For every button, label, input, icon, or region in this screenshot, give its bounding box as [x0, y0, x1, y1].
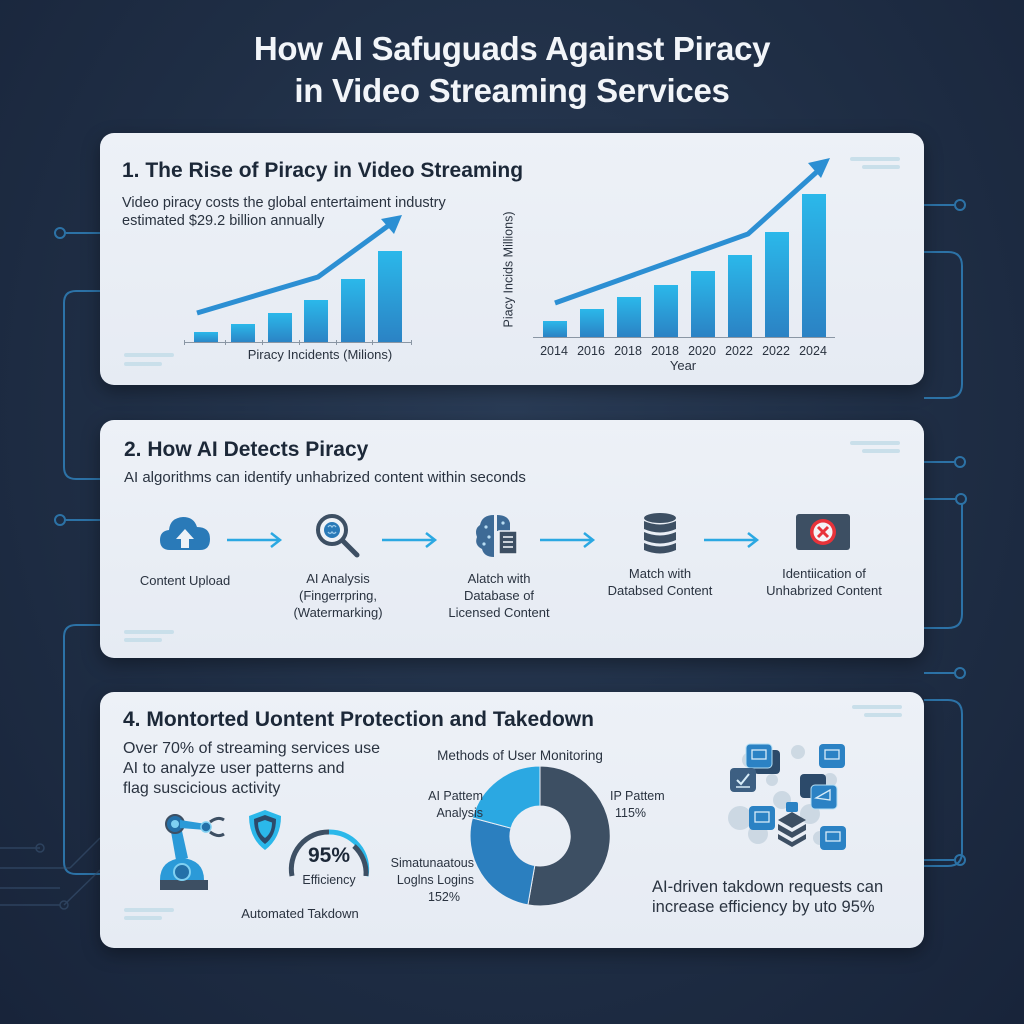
tick-label: 2016 — [577, 344, 605, 358]
step-match-licensed: Alatch with Database of Licensed Content — [448, 571, 550, 620]
donut-label-ai-pattern: AI Pattem Analysis — [428, 789, 483, 820]
axis-tick — [411, 340, 412, 345]
step-ai-analysis: AI Analysis (Fingerrpring, (Watermarking… — [293, 571, 383, 620]
chart-bar — [341, 279, 365, 343]
brain-document-icon — [476, 515, 518, 557]
left-chart-x-label: Piracy Incidents (Milions) — [247, 347, 393, 362]
blocked-screen-icon — [796, 514, 850, 550]
arrow-right-icon — [227, 532, 283, 548]
donut-chart — [469, 765, 611, 907]
step-content-upload: Content Upload — [139, 573, 231, 588]
axis-tick — [299, 340, 300, 345]
step-identification: Identiication of Unhabrized Content — [766, 566, 882, 598]
chart-bar — [580, 309, 604, 337]
axis-tick — [184, 340, 185, 345]
decor-line — [124, 362, 162, 366]
shield-icon — [249, 810, 281, 850]
decor-line — [850, 157, 900, 161]
section-ai-detection: 2. How AI Detects Piracy AI algorithms c… — [100, 420, 924, 658]
right-chart-x-axis — [533, 337, 835, 338]
section-1-text-line-2: estimated $29.2 billion annually — [122, 213, 325, 229]
section-2-heading: 2. How AI Detects Piracy — [124, 438, 369, 461]
section-rise-of-piracy: 1. The Rise of Piracy in Video Streaming… — [100, 133, 924, 385]
decor-line — [124, 353, 174, 357]
robot-arm-icon — [160, 814, 225, 890]
arrow-right-icon — [704, 532, 760, 548]
takedown-text: AI-driven takdown requests can increase … — [652, 878, 884, 916]
decor-line — [124, 916, 162, 920]
chart-bar — [268, 313, 292, 343]
decor-line — [124, 908, 174, 912]
decor-line — [864, 713, 902, 717]
gauge-value: 95% — [307, 844, 351, 867]
tick-label: 2014 — [540, 344, 568, 358]
chart-bar — [654, 285, 678, 337]
robot-caption: Automated Takdown — [241, 906, 359, 921]
title-line-1: How AI Safuguads Against Piracy — [253, 30, 771, 67]
tick-label: 2022 — [762, 344, 790, 358]
left-chart-x-axis — [184, 342, 412, 343]
section-4-heading: 4. Montorted Uontent Protection and Take… — [123, 708, 594, 731]
decor-line — [124, 638, 162, 642]
step-match-database: Match with Databsed Content — [607, 566, 713, 598]
axis-tick — [372, 340, 373, 345]
donut-title: Methods of User Monitoring — [437, 748, 603, 763]
database-icon — [644, 513, 676, 554]
arrow-right-icon — [540, 532, 596, 548]
cloud-upload-icon — [160, 517, 210, 550]
efficiency-gauge — [288, 829, 370, 877]
tick-label: 2024 — [799, 344, 827, 358]
axis-tick — [336, 340, 337, 345]
chart-bar — [304, 300, 328, 343]
takedown-icon-cluster — [728, 743, 846, 850]
axis-tick — [262, 340, 263, 345]
donut-label-ip-pattern: IP Pattem 115% — [610, 789, 665, 820]
axis-tick — [225, 340, 226, 345]
chart-bar — [691, 271, 715, 337]
right-chart-y-label: Piacy Incids Millions) — [501, 211, 516, 328]
decor-line — [852, 705, 902, 709]
arrow-right-icon — [382, 532, 438, 548]
chart-bar — [194, 332, 218, 343]
section-4-text: Over 70% of streaming services use AI to… — [123, 740, 380, 797]
title-line-2: in Video Streaming Services — [294, 72, 730, 109]
section-1-text-line-1: Video piracy costs the global entertaime… — [122, 195, 446, 211]
chart-bar — [802, 194, 826, 337]
decor-line — [124, 630, 174, 634]
right-bar-chart — [533, 187, 833, 337]
right-chart-x-label: Year — [669, 358, 697, 373]
chart-bar — [231, 324, 255, 343]
magnifier-brain-icon — [316, 514, 360, 558]
section-1-heading: 1. The Rise of Piracy in Video Streaming — [122, 159, 524, 182]
decor-line — [850, 441, 900, 445]
tick-label: 2020 — [688, 344, 716, 358]
decor-line — [862, 449, 900, 453]
tick-label: 2022 — [725, 344, 753, 358]
chart-bar — [617, 297, 641, 337]
chart-bar — [728, 255, 752, 337]
left-bar-chart — [184, 193, 414, 343]
section-2-subtitle: AI algorithms can identify unhabrized co… — [124, 469, 526, 486]
trend-arrow-icon — [196, 158, 830, 316]
right-chart-tick-labels: 2014 2016 2018 2018 2020 2022 2022 2024 — [533, 343, 835, 359]
chart-bar — [378, 251, 402, 343]
tick-label: 2018 — [651, 344, 679, 358]
chart-bar — [543, 321, 567, 337]
page-title: How AI Safuguads Against Piracy in Video… — [0, 28, 1024, 112]
chart-bar — [765, 232, 789, 337]
decor-line — [862, 165, 900, 169]
gauge-label: Efficiency — [302, 873, 356, 887]
donut-label-simultaneous: Simatunaatous Loglns Logins 152% — [390, 856, 474, 904]
tick-label: 2018 — [614, 344, 642, 358]
section-protection-takedown: 4. Montorted Uontent Protection and Take… — [100, 692, 924, 948]
